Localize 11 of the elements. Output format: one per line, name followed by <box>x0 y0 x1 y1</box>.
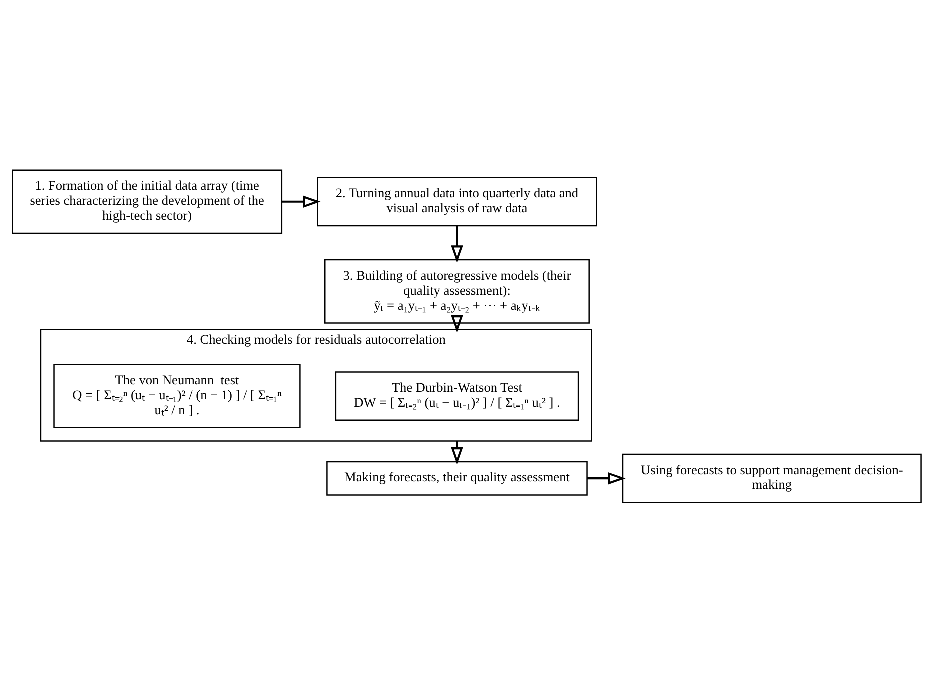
arrow <box>282 196 320 208</box>
arrow <box>450 226 463 264</box>
arrow <box>450 441 463 466</box>
node-box: The Durbin-Watson Test DW = [ Σₜ₌₂ⁿ (uₜ − uₜ₋₁)² ] / [ Σₜ₌₁ⁿ uₜ² ] . <box>334 372 579 422</box>
arrow <box>586 472 626 485</box>
node-box: Using forecasts to support management decision-making <box>622 454 922 504</box>
node-box: Making forecasts, their quality assessment <box>326 461 588 496</box>
node-box: 1. Formation of the initial data array (time series characterizing the development of the high-tech sector) <box>12 170 282 234</box>
node-box: 2. Turning annual data into quarterly data and visual analysis of raw data <box>316 177 597 227</box>
arrow <box>450 316 463 333</box>
node-box: The von Neumann test Q = [ Σₜ₌₂ⁿ (uₜ − uₜ₋₁)² / (n − 1) ] / [ Σₜ₌₁ⁿ uₜ² / n ] . <box>53 364 300 429</box>
